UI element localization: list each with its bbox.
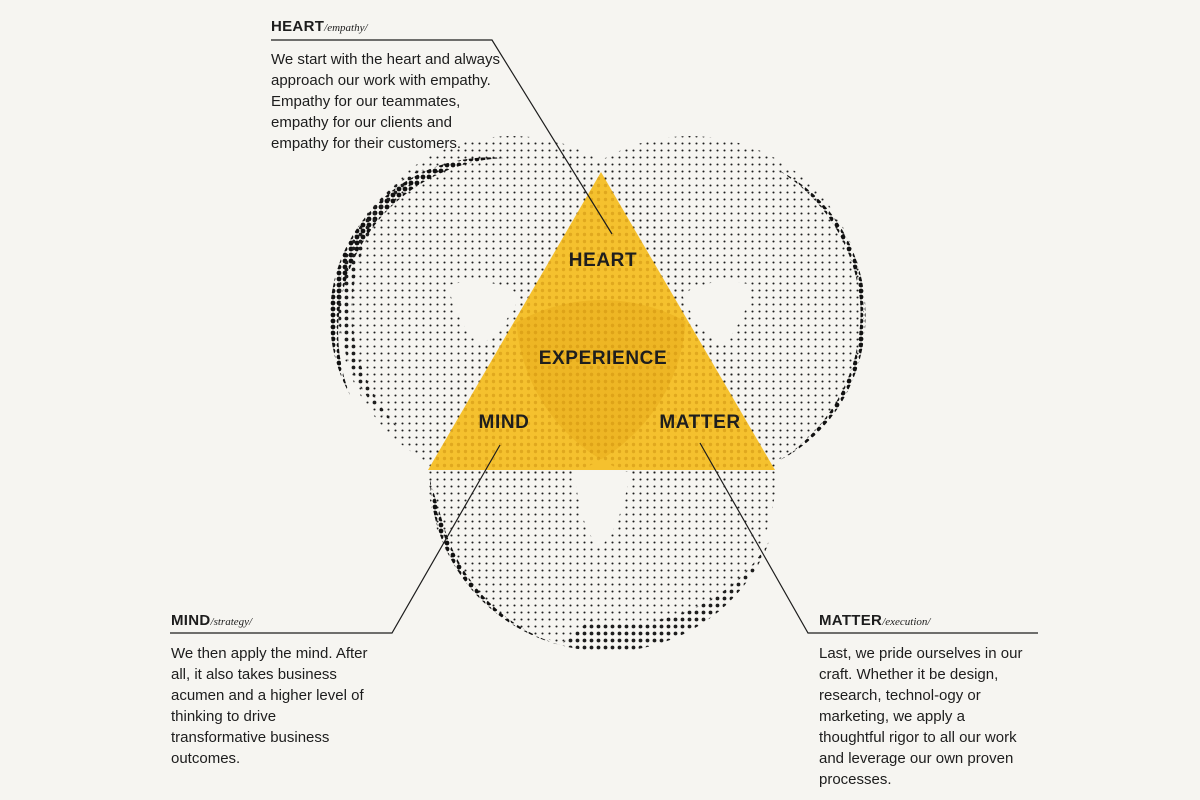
heart-callout-body: We start with the heart and always appro… <box>271 51 500 152</box>
leader-lines <box>170 39 1038 634</box>
right-gap <box>682 281 752 345</box>
matter-callout-body: Last, we pride ourselves in our craft. W… <box>819 645 1023 788</box>
heart-callout: HEART/empathy/ We start with the heart a… <box>271 18 501 154</box>
left-shadow-soft <box>338 165 430 430</box>
segment-label-experience: EXPERIENCE <box>539 348 667 369</box>
matter-callout-heading: MATTER/execution/ <box>819 612 1034 629</box>
right-shadow <box>778 170 866 460</box>
heart-leader-line <box>271 39 613 235</box>
heart-callout-heading: HEART/empathy/ <box>271 18 501 35</box>
segment-label-heart: HEART <box>569 250 637 271</box>
mind-callout-title: MIND <box>171 612 211 629</box>
mind-callout-body: We then apply the mind. After all, it al… <box>171 645 368 767</box>
matter-leader-line <box>699 442 1038 634</box>
matter-callout-title: MATTER <box>819 612 883 629</box>
heart-callout-title: HEART <box>271 18 325 35</box>
bottom-shadow-soft <box>560 540 770 652</box>
mind-callout-tag: /strategy/ <box>210 616 253 628</box>
mind-callout: MIND/strategy/ We then apply the mind. A… <box>171 612 371 769</box>
segment-label-matter: MATTER <box>659 412 740 433</box>
yellow-triangle: HEART EXPERIENCE MIND MATTER <box>428 172 775 470</box>
mind-leader-line <box>170 444 501 634</box>
mind-callout-heading: MIND/strategy/ <box>171 612 371 629</box>
bottom-shadow <box>430 480 560 645</box>
matter-callout-tag: /execution/ <box>882 616 931 628</box>
bottom-gap <box>575 470 630 548</box>
segment-label-mind: MIND <box>479 412 530 433</box>
heart-callout-tag: /empathy/ <box>324 22 368 34</box>
left-gap <box>448 281 520 345</box>
matter-callout: MATTER/execution/ Last, we pride ourselv… <box>819 612 1034 790</box>
